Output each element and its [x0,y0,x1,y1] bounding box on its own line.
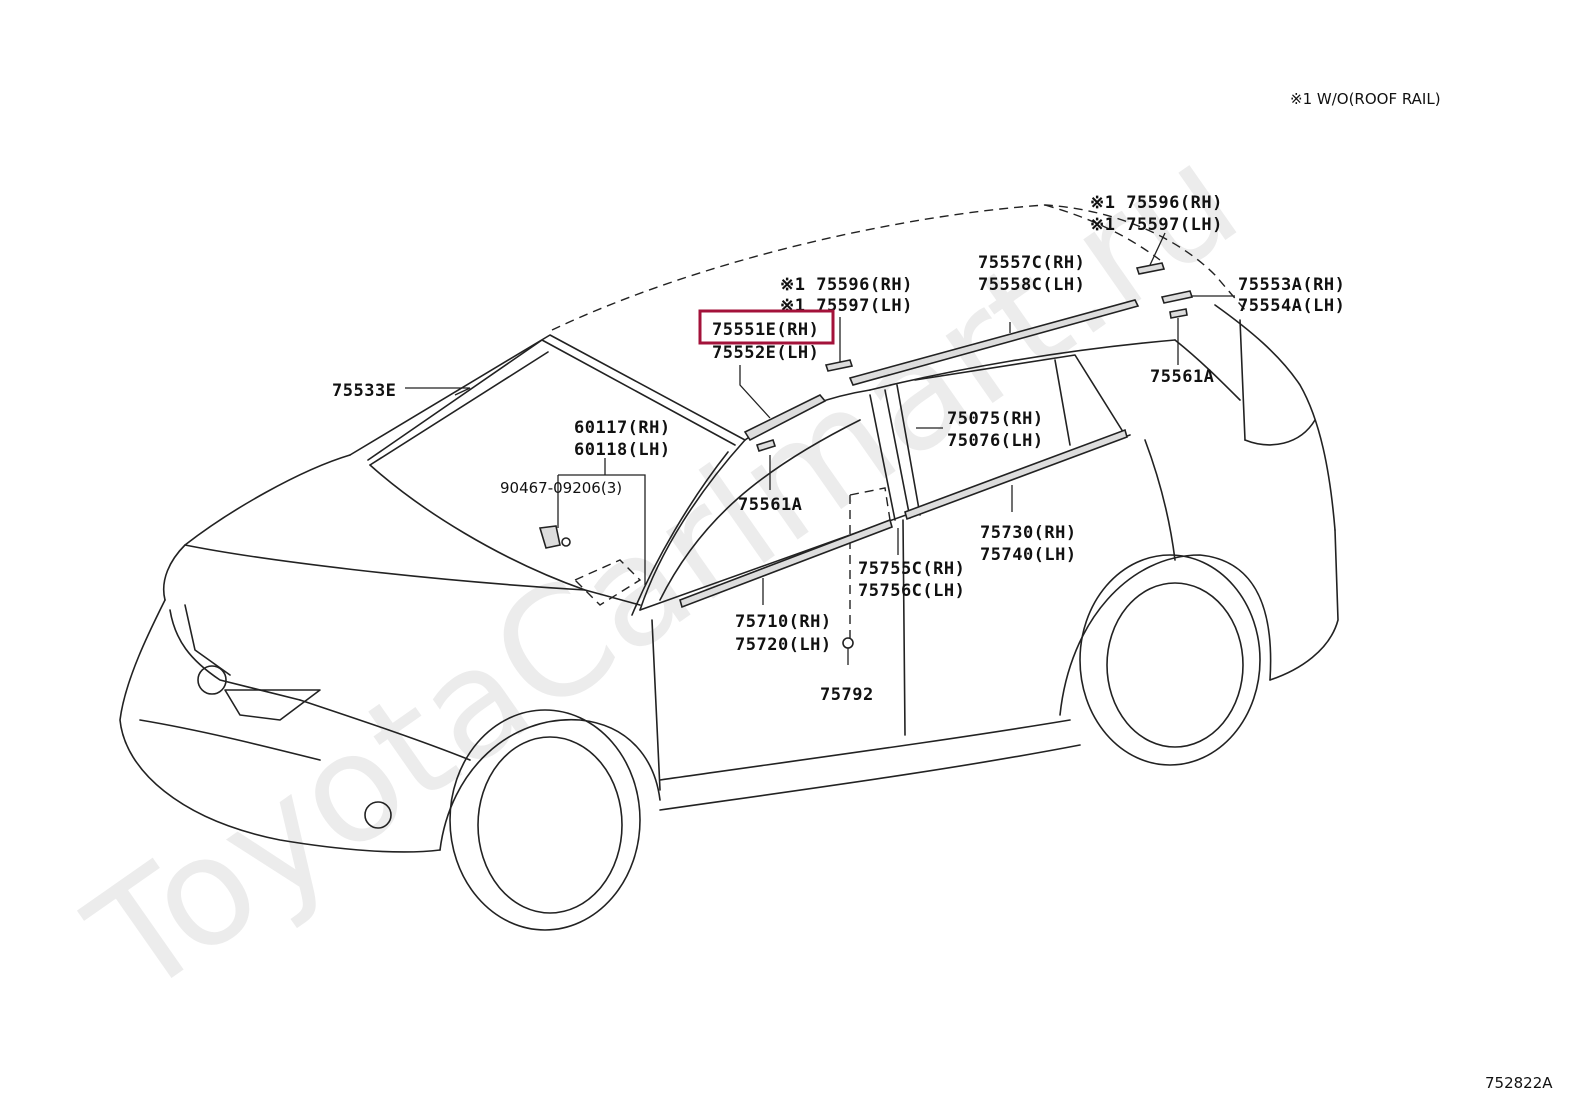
label-75561A-front: 75561A [738,495,802,515]
label-75553A: 75553A(RH) [1238,275,1345,295]
label-75558C: 75558C(LH) [978,275,1085,295]
front-door-belt-molding [679,518,893,609]
label-60117: 60117(RH) [574,418,671,438]
label-60118: 60118(LH) [574,440,671,460]
roof-clip-rear [1135,262,1166,275]
rear-door-belt-molding [904,428,1128,521]
plug-75792 [842,637,854,649]
label-90467: 90467-09206(3) [500,479,622,497]
label-75596-rear: ※1 75596(RH) [1090,193,1223,213]
roof-end-piece [1160,290,1194,304]
label-75792: 75792 [820,685,874,705]
label-75596-front: ※1 75596(RH) [780,275,913,295]
label-75720: 75720(LH) [735,635,832,655]
label-75756C: 75756C(LH) [858,581,965,601]
roof-drip-front [743,394,827,442]
leader-lines [405,232,1235,665]
label-75557C: 75557C(RH) [978,253,1085,273]
callout-labels: ※1 W/O(ROOF RAIL) 75533E 60117(RH) 60118… [332,90,1553,1092]
molding-parts [367,262,1194,649]
label-75551E: 75551E(RH) [712,320,819,340]
diagram-code: 752822A [1485,1074,1553,1092]
watermark: ToyotaCarlmart.ru [60,111,1268,1030]
label-75710: 75710(RH) [735,612,832,632]
footnote-roof-rail: ※1 W/O(ROOF RAIL) [1290,90,1441,108]
label-75533E: 75533E [332,381,396,401]
label-75554A: 75554A(LH) [1238,296,1345,316]
label-75597-front: ※1 75597(LH) [780,296,913,316]
label-75740: 75740(LH) [980,545,1077,565]
label-75561A-rear: 75561A [1150,367,1214,387]
label-75552E: 75552E(LH) [712,343,819,363]
label-75076: 75076(LH) [947,431,1044,451]
roof-clip-front [824,359,854,372]
screw-90467 [538,525,561,549]
clip-75561A-rear [1169,308,1188,319]
roof-drip-rear [848,299,1140,386]
highlight-box-75551E [698,309,835,345]
windshield-molding [367,339,736,461]
clip-75561A-front [755,439,777,452]
label-75730: 75730(RH) [980,523,1077,543]
label-75075: 75075(RH) [947,409,1044,429]
car-outline [119,204,1339,931]
label-75755C: 75755C(RH) [858,559,965,579]
label-75597-rear: ※1 75597(LH) [1090,215,1223,235]
